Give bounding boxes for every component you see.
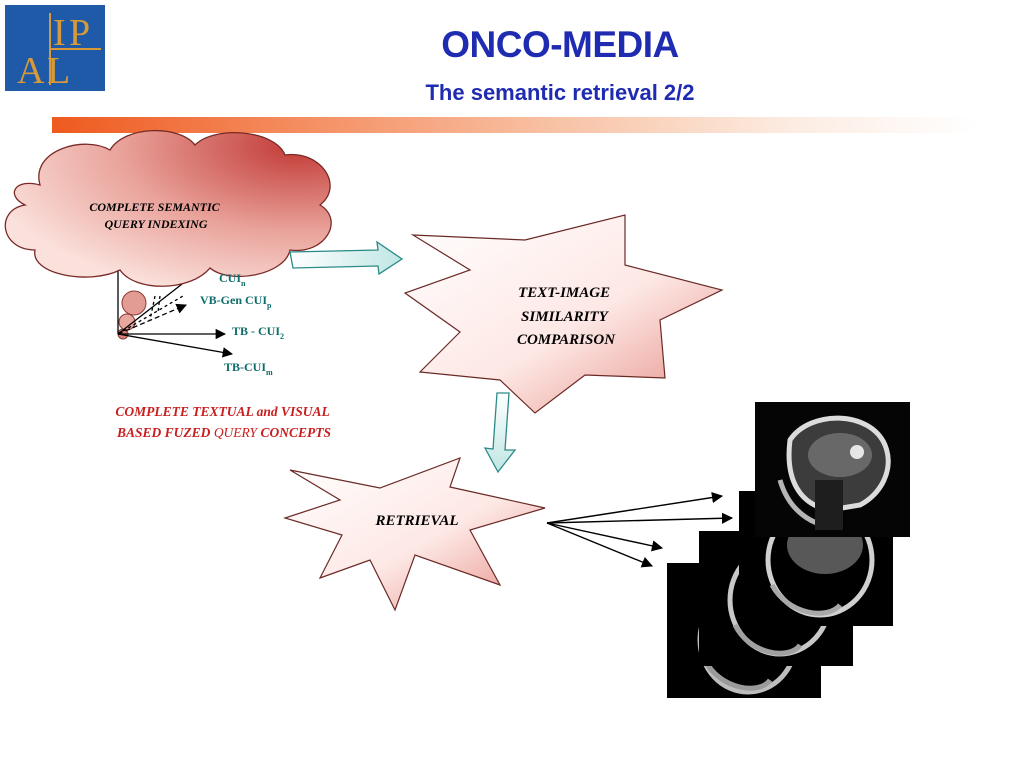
- logo-letter-p: P: [69, 12, 90, 54]
- logo-letter-i: I: [53, 12, 66, 54]
- logo-letter-a: A: [17, 50, 45, 91]
- retrieval-label: RETRIEVAL: [374, 513, 458, 529]
- logo-letter-l: L: [47, 50, 70, 91]
- svg-text:TEXT-IMAGE SIMILARITY: TEXT-IMAGE SIMILARITY COMPARISON: [517, 285, 616, 348]
- semantic-indexing-cloud: [4, 129, 332, 287]
- block-arrow-to-retrieval: [483, 392, 517, 474]
- cloud-label-line1: COMPLETE SEMANTIC: [89, 200, 220, 214]
- retrieval-starburst: [282, 456, 546, 612]
- mri-image-1: [755, 402, 910, 537]
- thought-bubble-large: [121, 290, 147, 316]
- fused-concepts-label: COMPLETE TEXTUAL and VISUAL BASED FUZED …: [115, 404, 332, 440]
- ipal-logo: I P A L: [5, 5, 105, 91]
- result-arrows: [546, 492, 734, 568]
- header-gradient-rule: [52, 117, 977, 133]
- concept-label-tb-cui-2: TB - CUI2: [232, 324, 284, 341]
- comparison-label-line1: TEXT-IMAGE: [518, 285, 610, 301]
- cloud-label-line2: QUERY INDEXING: [104, 217, 207, 231]
- svg-text:COMPLETE SEMANTIC QUERY IN: COMPLETE SEMANTIC QUERY INDEXING: [89, 200, 222, 231]
- block-arrow-to-comparison: [289, 240, 404, 276]
- concept-label-vb-gen: VB-Gen CUIp: [200, 293, 272, 310]
- similarity-comparison-starburst: [403, 214, 724, 414]
- comparison-label-line2: SIMILARITY: [521, 309, 610, 325]
- retrieved-mri-images: [667, 402, 910, 698]
- comparison-label-line3: COMPARISON: [517, 332, 616, 348]
- page-subtitle: The semantic retrieval 2/2: [425, 80, 695, 105]
- concept-label-cui-n: CUIn: [219, 271, 246, 288]
- concept-label-tb-cui-m: TB-CUIm: [224, 360, 273, 377]
- page-title: ONCO-MEDIA: [441, 24, 679, 65]
